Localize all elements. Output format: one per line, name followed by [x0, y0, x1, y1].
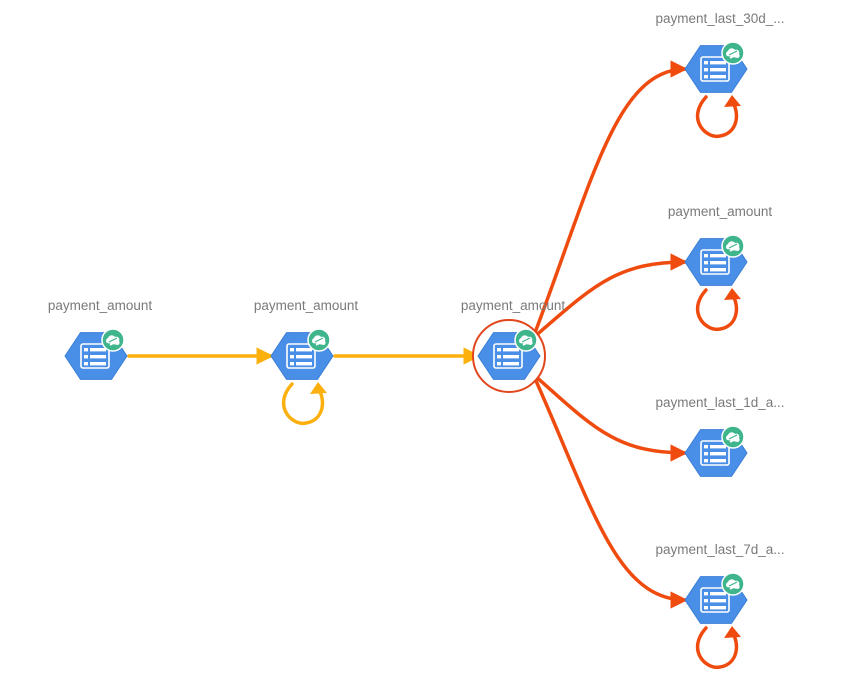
node-payment-last-30d[interactable]: payment_last_30d_... [655, 11, 785, 138]
self-loop-arrowhead [724, 95, 741, 107]
node-payment-amount-intermediate[interactable]: payment_amount [254, 298, 359, 425]
cloud-icon [721, 425, 745, 449]
downstream-edge[interactable] [531, 253, 688, 340]
node-payment-last-7d[interactable]: payment_last_7d_a... [655, 542, 785, 669]
self-loop-edge [695, 95, 739, 138]
self-loop-arrowhead [310, 382, 327, 394]
self-loop-arrowhead [724, 288, 741, 300]
cloud-icon [307, 328, 331, 352]
downstream-edge[interactable] [531, 372, 688, 462]
node-payment-amount-source[interactable]: payment_amount [48, 298, 153, 380]
cloud-icon [721, 572, 745, 596]
node-payment-last-1d[interactable]: payment_last_1d_a... [655, 395, 785, 477]
self-loop-edge [695, 288, 739, 331]
node-payment-amount-selected[interactable]: payment_amount [461, 298, 566, 393]
node-label: payment_amount [461, 298, 566, 313]
node-label: payment_last_30d_... [655, 11, 784, 26]
cloud-icon [721, 234, 745, 258]
self-loop-edge [695, 626, 739, 669]
self-loop-edge [281, 382, 325, 425]
node-label: payment_amount [254, 298, 359, 313]
cloud-icon [514, 328, 538, 352]
self-loop-arrowhead [724, 626, 741, 638]
cloud-icon [101, 328, 125, 352]
edge-layer [127, 60, 688, 609]
downstream-edge[interactable] [531, 60, 688, 340]
node-label: payment_last_1d_a... [655, 395, 784, 410]
node-label: payment_amount [668, 204, 773, 219]
cloud-icon [721, 41, 745, 65]
node-label: payment_last_7d_a... [655, 542, 784, 557]
node-payment-amount-target[interactable]: payment_amount [668, 204, 773, 331]
downstream-edge[interactable] [531, 372, 688, 609]
node-label: payment_amount [48, 298, 153, 313]
